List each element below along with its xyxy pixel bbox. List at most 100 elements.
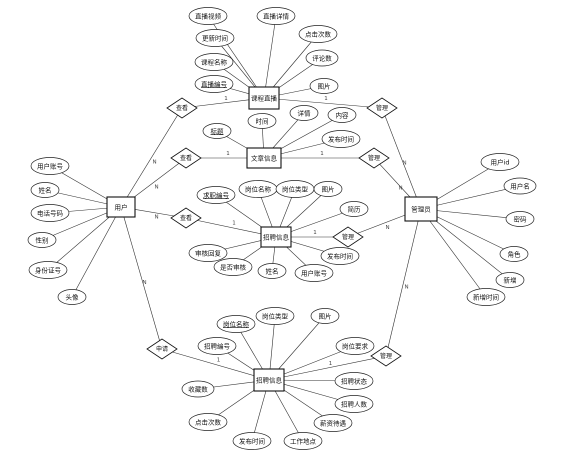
cardinality-label: N xyxy=(385,225,389,231)
relationship-diamond xyxy=(358,147,390,169)
attribute-ellipse xyxy=(321,130,361,148)
attribute-course-0: 直播视频 xyxy=(188,7,228,25)
attribute-ellipse xyxy=(309,78,339,94)
attribute-ellipse xyxy=(334,372,374,390)
attribute-recruit-5: 招聘状态 xyxy=(334,372,374,390)
relationship-connector xyxy=(385,208,422,357)
relationship-user_jobseeker: 查看 xyxy=(170,207,202,229)
attribute-ellipse xyxy=(27,232,57,248)
attribute-ellipse xyxy=(194,75,234,93)
attribute-recruit-6: 招聘人数 xyxy=(334,395,374,413)
attribute-label: 招聘人数 xyxy=(341,399,368,408)
attribute-connector xyxy=(420,208,487,298)
cardinality-label: 1 xyxy=(329,361,333,367)
attribute-jobseeker-2: 岗位类型 xyxy=(275,180,315,198)
attribute-jobseeker-8: 用户账号 xyxy=(294,264,334,282)
attribute-label: 图片 xyxy=(318,81,331,90)
attribute-label: 简历 xyxy=(348,204,362,213)
attribute-ellipse xyxy=(181,380,215,398)
attribute-ellipse xyxy=(30,182,60,198)
attribute-label: 求职编号 xyxy=(203,190,230,199)
attribute-ellipse xyxy=(499,246,529,262)
relationship-label: 管理 xyxy=(380,352,392,360)
entity-box xyxy=(253,368,285,392)
attribute-recruit-7: 薪资待遇 xyxy=(313,414,353,432)
attribute-ellipse xyxy=(283,432,323,450)
attribute-article-2: 详情 xyxy=(289,105,319,121)
attribute-admin-3: 角色 xyxy=(499,246,529,262)
relationship-diamond xyxy=(170,207,202,229)
entity-box xyxy=(106,196,136,218)
attribute-label: 用户账号 xyxy=(301,268,328,277)
attribute-ellipse xyxy=(305,49,339,67)
attribute-ellipse xyxy=(195,29,235,47)
attribute-label: 更新时间 xyxy=(202,33,228,42)
relationship-user_recruit: 申请 xyxy=(146,338,178,360)
attribute-article-3: 内容 xyxy=(327,107,357,123)
attribute-label: 点击次数 xyxy=(195,417,222,426)
attribute-label: 新增 xyxy=(504,275,517,284)
attribute-user-1: 姓名 xyxy=(30,182,60,198)
entity-box xyxy=(248,86,280,110)
attribute-ellipse xyxy=(202,123,232,139)
nodes: N1N1N1N1N1N1N1N1用户账号姓名电话号码性别身份证号头像用户id用户… xyxy=(27,7,537,450)
relationship-label: 查看 xyxy=(180,154,192,162)
entity-label: 招聘信息 xyxy=(263,232,290,241)
attribute-label: 发布时间 xyxy=(327,251,353,260)
attribute-recruit-11: 收藏数 xyxy=(181,380,215,398)
relationship-diamond xyxy=(366,97,398,119)
cardinality-label: N xyxy=(398,186,402,192)
relationship-admin_recruit: 管理 xyxy=(370,345,402,367)
relationship-connector xyxy=(120,206,163,350)
attribute-ellipse xyxy=(327,107,357,123)
relationship-label: 管理 xyxy=(342,233,354,241)
attribute-label: 收藏数 xyxy=(188,384,208,393)
attribute-label: 电话号码 xyxy=(37,208,64,217)
attribute-recruit-4: 岗位要求 xyxy=(335,337,375,355)
attribute-admin-1: 用户名 xyxy=(503,177,537,195)
attribute-ellipse xyxy=(188,413,228,431)
attribute-label: 详情 xyxy=(298,108,312,117)
attribute-user-4: 身份证号 xyxy=(28,261,68,279)
attribute-jobseeker-3: 图片 xyxy=(313,181,343,197)
attribute-label: 标题 xyxy=(211,126,225,135)
attribute-label: 头像 xyxy=(66,292,80,301)
attribute-ellipse xyxy=(188,7,228,25)
attribute-label: 图片 xyxy=(322,184,335,193)
attribute-jobseeker-4: 简历 xyxy=(339,201,369,217)
attribute-label: 点击次数 xyxy=(305,29,332,38)
attribute-label: 招聘状态 xyxy=(341,376,368,385)
relationship-admin_jobseeker: 管理 xyxy=(332,226,364,248)
entity-label: 管理员 xyxy=(411,204,431,213)
attribute-ellipse xyxy=(335,337,375,355)
attribute-ellipse xyxy=(213,258,253,276)
attribute-label: 图片 xyxy=(319,311,332,320)
attribute-ellipse xyxy=(313,414,353,432)
cardinality-label: N xyxy=(404,285,408,291)
entity-box xyxy=(260,226,292,248)
relationship-label: 查看 xyxy=(176,104,188,112)
attribute-jobseeker-6: 是否审核 xyxy=(213,258,253,276)
attribute-ellipse xyxy=(294,264,334,282)
attribute-label: 用户id xyxy=(491,157,510,166)
cardinality-label: 1 xyxy=(324,96,328,102)
attribute-jobseeker-5: 审核回复 xyxy=(188,244,228,262)
attribute-course-4: 评论数 xyxy=(305,49,339,67)
relationship-diamond xyxy=(170,147,202,169)
entity-label: 文章信息 xyxy=(251,153,278,162)
attribute-ellipse xyxy=(466,288,506,306)
attribute-label: 角色 xyxy=(508,249,522,258)
attribute-connector xyxy=(263,15,277,99)
attribute-ellipse xyxy=(28,261,68,279)
attribute-ellipse xyxy=(257,263,287,279)
attribute-ellipse xyxy=(247,113,277,129)
attribute-recruit-10: 点击次数 xyxy=(188,413,228,431)
relationship-connector xyxy=(263,97,383,109)
attribute-ellipse xyxy=(289,105,319,121)
attribute-recruit-3: 招聘编号 xyxy=(197,337,237,355)
attribute-recruit-9: 发布时间 xyxy=(232,432,272,450)
cardinality-label: N xyxy=(154,215,158,221)
attribute-ellipse xyxy=(197,337,237,355)
relationship-label: 管理 xyxy=(368,154,380,162)
